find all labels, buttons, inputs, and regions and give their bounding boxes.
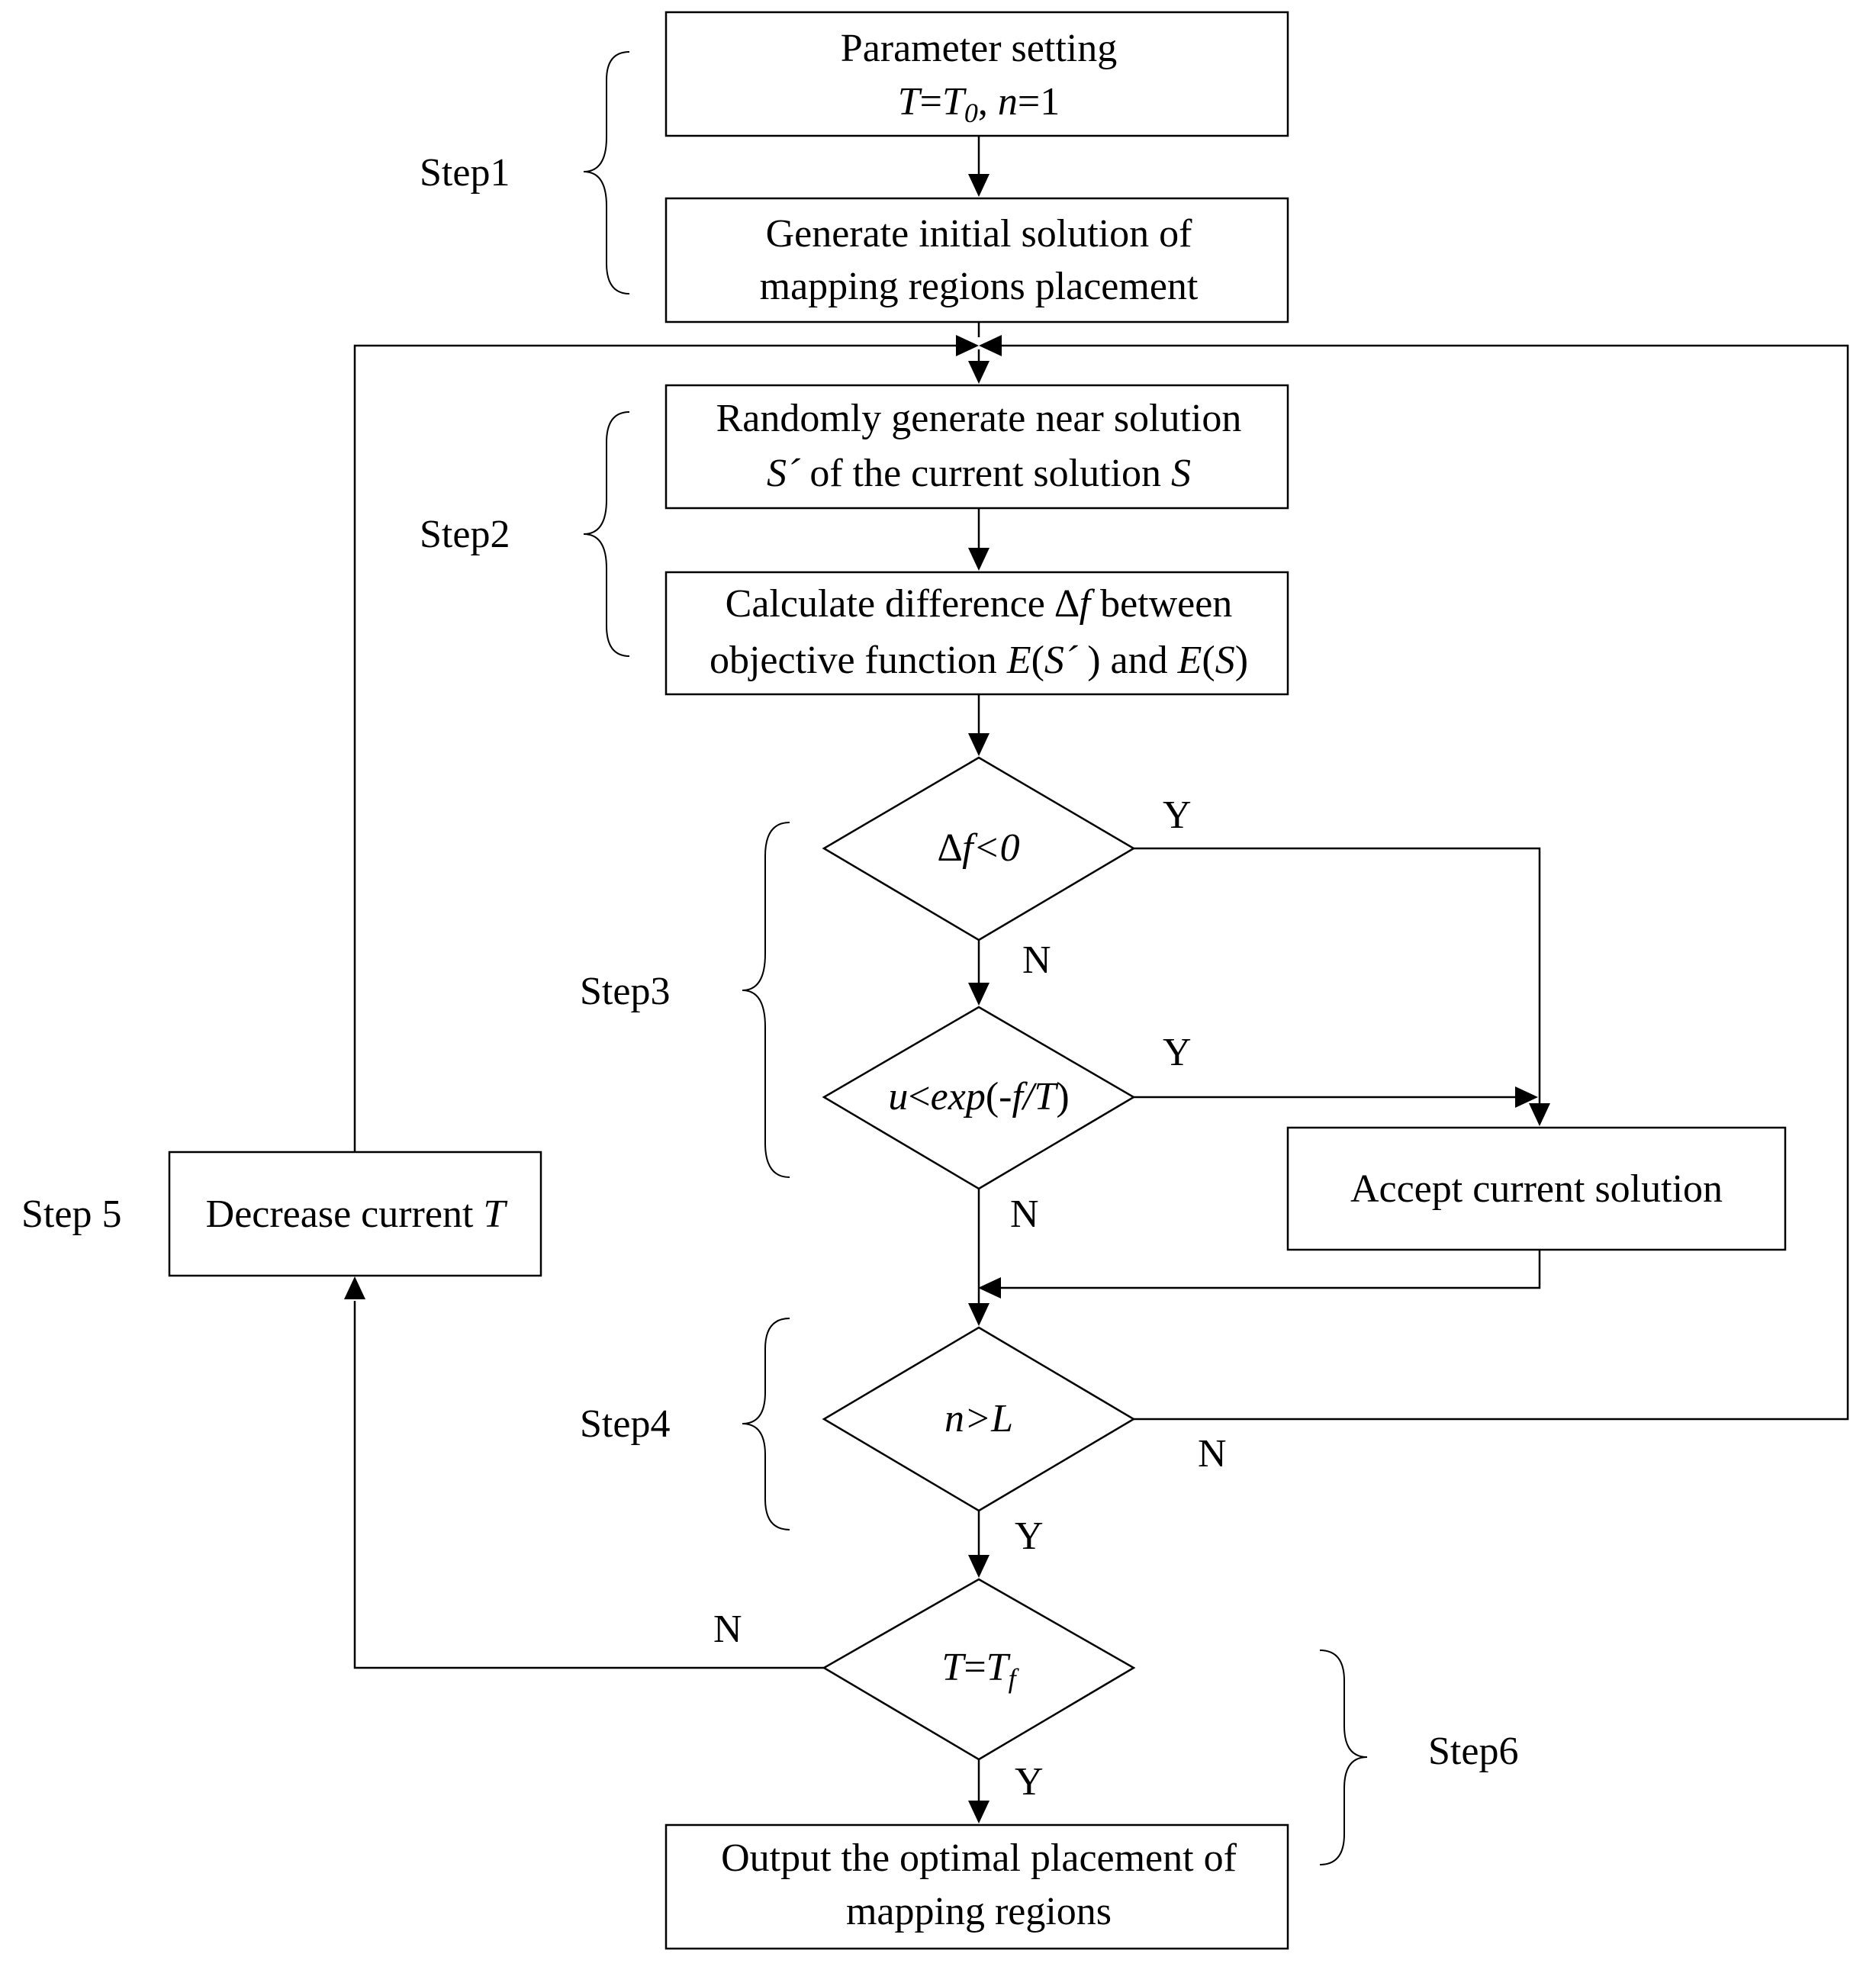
decision-n-gt-L-label: n>L [944, 1397, 1013, 1440]
edge-label-no: N [1198, 1432, 1227, 1476]
param-setting-values: T=T0, n=1 [898, 80, 1060, 128]
accept-solution-label: Accept current solution [1350, 1167, 1723, 1211]
step1-label: Step1 [420, 151, 510, 195]
brace-step4 [742, 1318, 790, 1530]
arrowhead [968, 733, 989, 756]
brace-step1 [583, 51, 630, 295]
param-setting-box [664, 11, 1289, 137]
output-box [664, 1823, 1289, 1950]
arrowhead [968, 548, 989, 571]
initial-solution-box [664, 197, 1289, 323]
connectors [353, 136, 1849, 1802]
near-solution-line2: S´ of the current solution S [767, 452, 1191, 495]
near-solution-line1: Randomly generate near solution [716, 397, 1242, 440]
brace-step6 [1319, 1650, 1368, 1865]
decision-delta-f [822, 756, 1136, 941]
arrowheads [344, 174, 1550, 1823]
edge-label-yes: Y [1163, 1031, 1192, 1074]
calculate-difference-box [664, 571, 1289, 696]
arrowhead [1515, 1086, 1538, 1108]
edge-label-no: N [1010, 1192, 1039, 1236]
step2-label: Step2 [420, 513, 510, 556]
edge-d3-no [1001, 344, 1849, 1421]
arrowhead [979, 335, 1002, 356]
calculate-difference-line1: Calculate difference ∆f between [726, 582, 1233, 626]
edge-decrease-to-merge [353, 344, 957, 1152]
decrease-T-label: Decrease current T [206, 1192, 508, 1236]
arrowhead [956, 335, 979, 356]
decision-delta-f-label: ∆f<0 [938, 826, 1019, 870]
decision-T-eq-Tf [822, 1578, 1136, 1761]
output-line1: Output the optimal placement of [721, 1836, 1237, 1880]
arrowhead [968, 1801, 989, 1823]
brace-step3 [742, 822, 790, 1178]
arrowhead [968, 1303, 989, 1326]
edge-d4-no [353, 1301, 824, 1669]
decision-exp-label: u<exp(-f/T) [888, 1075, 1069, 1118]
step3-label: Step3 [580, 970, 670, 1013]
edge-label-no: N [1022, 938, 1051, 982]
step4-label: Step4 [580, 1402, 670, 1446]
edge-label-yes: Y [1015, 1514, 1044, 1558]
arrowhead [344, 1276, 365, 1299]
decrease-T-box [168, 1151, 542, 1277]
param-setting-title: Parameter setting [841, 27, 1117, 70]
step5-label: Step 5 [21, 1192, 121, 1236]
calculate-difference-line2: objective function E(S´ ) and E(S) [710, 639, 1248, 682]
edge-label-yes: Y [1163, 793, 1192, 837]
arrowhead [968, 361, 989, 384]
brace-step2 [583, 411, 630, 657]
arrowhead [978, 1277, 1001, 1299]
arrowhead [968, 1555, 989, 1578]
near-solution-box [664, 384, 1289, 510]
edge-label-no: N [713, 1608, 742, 1651]
arrowhead [1529, 1103, 1550, 1126]
edge-label-yes: Y [1015, 1760, 1044, 1804]
decision-exp [822, 1006, 1136, 1190]
output-line2: mapping regions [846, 1890, 1112, 1933]
edge-accept-to-merge [999, 1250, 1541, 1289]
accept-solution-box [1286, 1126, 1787, 1251]
decision-n-gt-L [822, 1326, 1136, 1512]
initial-solution-line2: mapping regions placement [760, 265, 1199, 308]
decision-T-eq-Tf-label: T=Tf [941, 1646, 1019, 1694]
step6-label: Step6 [1428, 1730, 1518, 1773]
initial-solution-line1: Generate initial solution of [766, 212, 1193, 256]
arrowhead [968, 983, 989, 1006]
edge-d1-yes [1134, 847, 1541, 1105]
arrowhead [968, 174, 989, 197]
